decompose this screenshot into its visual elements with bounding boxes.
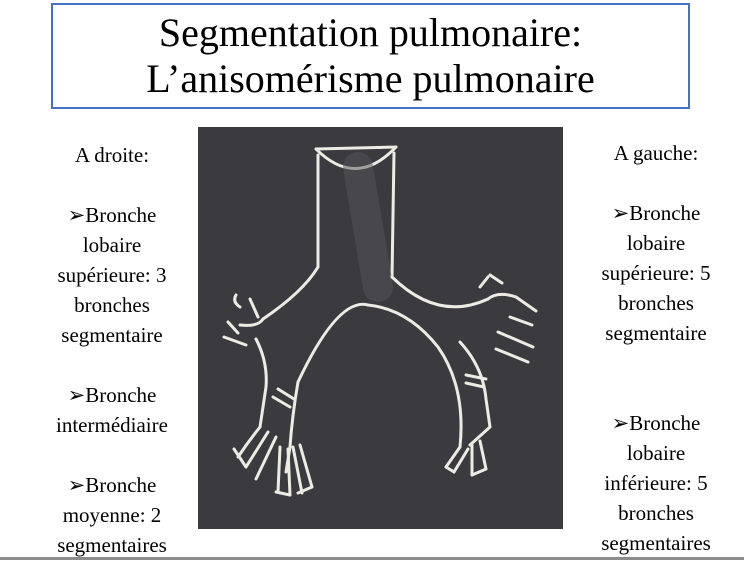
left-item-1-line-2: lobaire [82,233,142,257]
right-item-1-line-2: lobaire [626,231,686,255]
chalkboard-bronchi-drawing [198,127,563,529]
right-column: A gauche: ➢Bronche lobaire supérieure: 5… [586,138,726,558]
left-item-1-line-5: segmentaire [61,323,163,347]
left-item-1-line-3: supérieure: 3 [57,263,167,287]
title-box: Segmentation pulmonaire: L’anisomérisme … [51,3,690,109]
right-item-2-line-1: ➢Bronche [611,411,701,435]
title-line-2: L’anisomérisme pulmonaire [146,56,595,101]
right-item-2-line-4: bronches [618,501,694,525]
title-line-1: Segmentation pulmonaire: [158,10,583,55]
left-item-3-line-1: ➢Bronche [67,473,157,497]
left-item-3-line-2: moyenne: 2 [62,503,162,527]
right-item-1-line-4: bronches [618,291,694,315]
right-item-1-line-5: segmentaire [605,321,707,345]
left-heading: A droite: [74,143,150,167]
bullet-arrow-icon: ➢ [67,203,86,227]
bullet-arrow-icon: ➢ [611,411,630,435]
left-item-2-line-1: ➢Bronche [67,383,157,407]
bullet-arrow-icon: ➢ [67,383,86,407]
right-heading: A gauche: [613,141,699,165]
left-column: A droite: ➢Bronche lobaire supérieure: 3… [32,140,192,560]
right-item-1-line-1: ➢Bronche [611,201,701,225]
left-item-3-line-3: segmentaires [57,533,167,557]
bullet-arrow-icon: ➢ [611,201,630,225]
right-item-2-line-5: segmentaires [601,531,711,555]
left-item-1-line-4: bronches [74,293,150,317]
right-item-2-line-3: inférieure: 5 [604,471,708,495]
bottom-divider [0,557,744,560]
left-item-2-line-2: intermédiaire [56,413,168,437]
right-item-2-line-2: lobaire [626,441,686,465]
bullet-arrow-icon: ➢ [67,473,86,497]
right-item-1-line-3: supérieure: 5 [601,261,711,285]
left-item-1-line-1: ➢Bronche [67,203,157,227]
